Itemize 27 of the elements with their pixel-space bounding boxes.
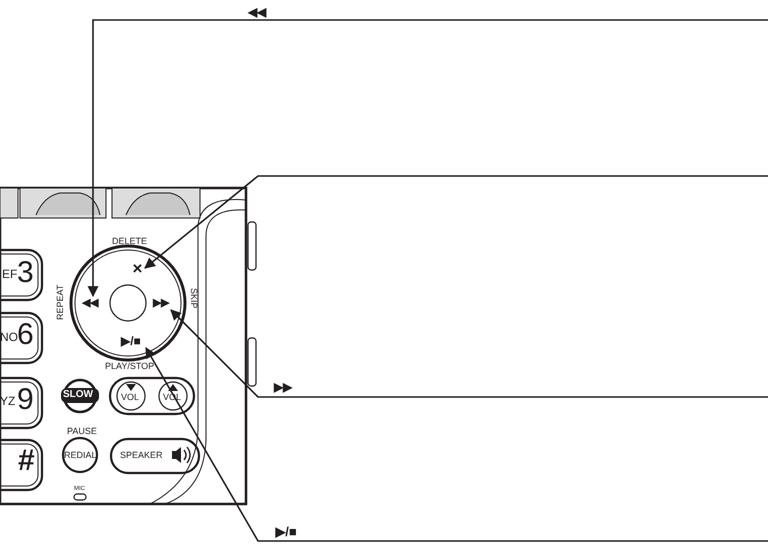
leader-line <box>145 347 768 542</box>
key-label: # <box>18 446 35 476</box>
key-label: SPEAKER <box>120 451 163 460</box>
key-label: DELETE <box>112 237 148 246</box>
key-symbol: × <box>130 260 145 276</box>
key-label: 3 <box>17 258 34 288</box>
key-label: PAUSE <box>67 427 97 436</box>
leader-line <box>144 175 768 269</box>
key-symbol: ◀◀ <box>80 296 100 310</box>
key-label: 9 <box>17 385 34 415</box>
leader-line <box>88 19 768 298</box>
key-label: NO <box>0 331 18 343</box>
key-label: REPEAT <box>56 284 65 320</box>
key-label: YZ <box>0 395 16 407</box>
key-label: EF <box>2 268 18 280</box>
key-symbol: ▶▶ <box>151 296 171 310</box>
key-label: REDIAL <box>64 451 97 460</box>
callout-symbol: ◀◀ <box>244 4 270 20</box>
leader-line <box>170 309 768 398</box>
key-label: SKIP <box>189 288 198 309</box>
key-label: 6 <box>17 320 34 350</box>
key-label: VOL <box>121 393 140 402</box>
callout-symbol: ▶/■ <box>270 521 302 541</box>
key-symbol: ▶/■ <box>116 333 146 348</box>
key-label: PLAY/STOP <box>105 362 154 371</box>
callout-symbol: ▶▶ <box>270 377 296 397</box>
key-label: SLOW <box>63 390 93 400</box>
